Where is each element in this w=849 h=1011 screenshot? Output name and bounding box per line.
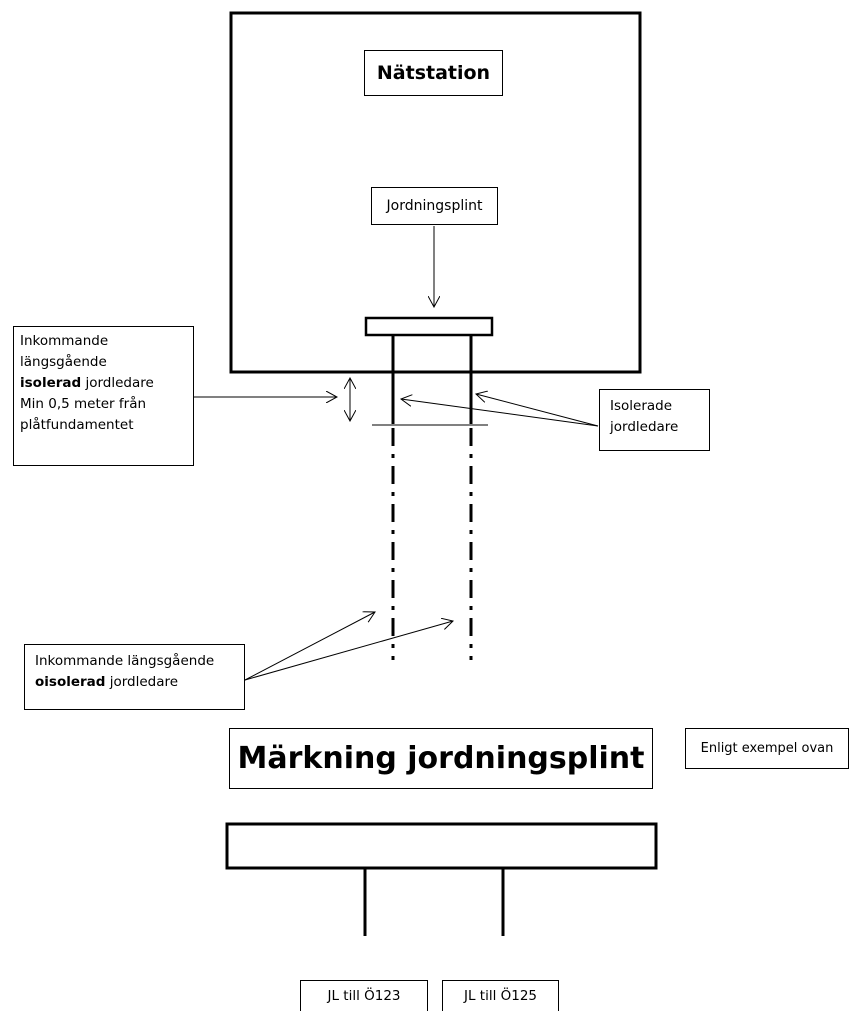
note-line: längsgående: [20, 354, 107, 370]
isolated-arrow-left: [401, 399, 599, 427]
example-note-text: Enligt exempel ovan: [700, 741, 834, 756]
example-note: Enligt exempel ovan: [685, 728, 849, 769]
note-text: jordledare: [81, 375, 154, 391]
note-line: Min 0,5 meter från: [20, 396, 147, 412]
conductor-label-1: JL till Ö123: [300, 980, 428, 1011]
note-text: jordledare: [105, 674, 179, 690]
isolated-arrow-right: [476, 394, 599, 427]
plint-label-text: Jordningsplint: [386, 198, 483, 214]
incoming-isolated-note: Inkommande längsgående isolerad jordleda…: [13, 326, 194, 466]
plint-label: Jordningsplint: [371, 187, 498, 225]
uninsulated-arrow-right: [244, 621, 453, 681]
conductor-label-text: JL till Ö125: [463, 988, 538, 1004]
station-title: Nätstation: [364, 50, 503, 96]
station-outline: [229, 11, 642, 374]
note-line: Inkommande: [20, 333, 109, 349]
conductor-label-2: JL till Ö125: [442, 980, 559, 1011]
note-line: plåtfundamentet: [20, 417, 134, 433]
conductor-label-text: JL till Ö123: [327, 988, 401, 1004]
note-line: oisolerad jordledare: [35, 672, 234, 693]
uninsulated-arrow-left: [244, 612, 375, 681]
note-line: Inkommande längsgående: [35, 653, 215, 669]
station-title-text: Nätstation: [376, 62, 491, 84]
isolated-conductors-note: Isolerade jordledare: [599, 389, 710, 451]
marking-title-text: Märkning jordningsplint: [237, 741, 645, 776]
note-line: Isolerade: [610, 398, 673, 414]
note-line: isolerad jordledare: [20, 373, 187, 394]
note-emphasis: isolerad: [20, 375, 82, 391]
note-emphasis: oisolerad: [35, 674, 106, 690]
marking-title: Märkning jordningsplint: [229, 728, 653, 789]
incoming-uninsulated-note: Inkommande längsgående oisolerad jordled…: [24, 644, 245, 710]
grounding-terminal: [364, 316, 494, 337]
marking-terminal: [225, 822, 658, 870]
note-line: jordledare: [610, 419, 679, 435]
